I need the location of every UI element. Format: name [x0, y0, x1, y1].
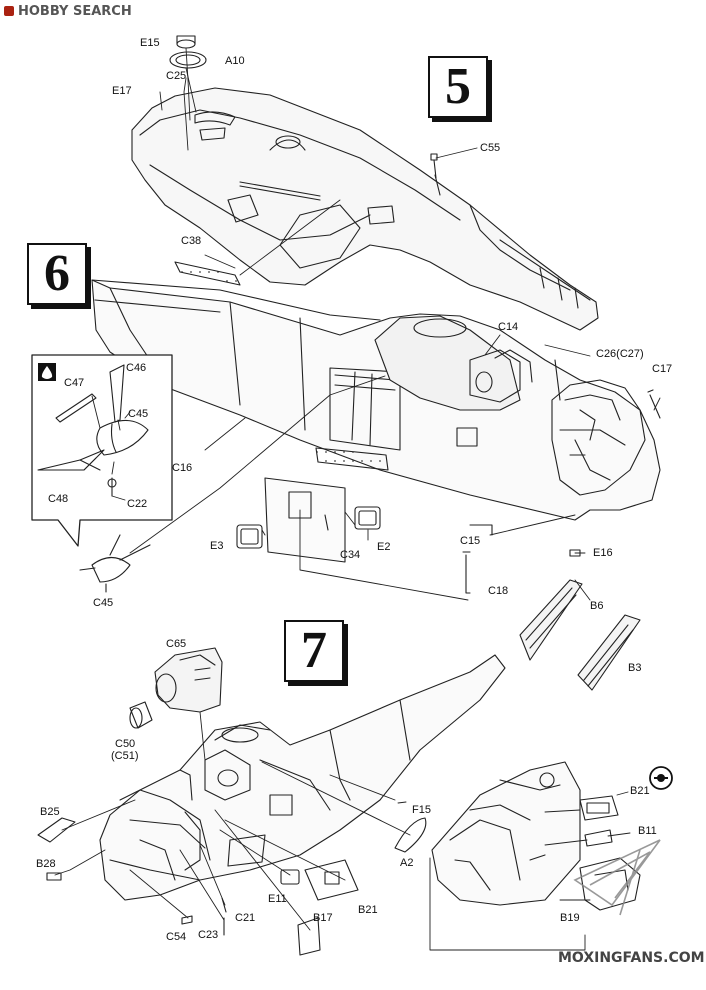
label-a10: A10 [225, 55, 245, 67]
part-c15-handle [469, 524, 493, 536]
part-e3-window [236, 524, 263, 549]
label-c47: C47 [64, 377, 85, 389]
part-c48-blade [37, 449, 105, 471]
part-b11-bracket [584, 829, 613, 847]
label-c23: C23 [198, 929, 219, 941]
label-c38: C38 [181, 235, 202, 247]
label-c16: C16 [172, 462, 193, 474]
label-b6: B6 [590, 600, 604, 612]
step-number-7: 7 [284, 620, 344, 682]
label-c22: C22 [127, 498, 148, 510]
part-c65-engine-cover [154, 647, 223, 713]
label-c18: C18 [488, 585, 509, 597]
label-b17: B17 [313, 912, 333, 924]
part-c45-assembled [79, 534, 151, 593]
label-c26: C26(C27) [596, 348, 644, 360]
part-c22-pin [107, 477, 117, 497]
hobby-search-logo-icon [4, 6, 14, 16]
watermark-bottom: MOXINGFANS.COM [558, 950, 705, 966]
part-c50-intake [129, 701, 153, 729]
part-a2-pod [394, 817, 427, 853]
label-a2: A2 [400, 857, 414, 869]
part-c18-rail [462, 551, 471, 594]
part-b6-panel [519, 579, 583, 661]
label-e3: E3 [210, 540, 224, 552]
part-c17-antenna [647, 389, 661, 419]
step-number-6: 6 [27, 243, 87, 305]
label-b25: B25 [40, 806, 60, 818]
label-c55: C55 [480, 142, 501, 154]
label-e11: E11 [268, 893, 287, 905]
part-c46-blade [109, 364, 125, 423]
watermark-top: HOBBY SEARCH [18, 4, 132, 19]
part-c34-door [264, 477, 346, 563]
detail-cabin-view [431, 761, 581, 906]
step-number-5: 5 [428, 56, 488, 118]
upper-fuselage-shell [131, 87, 599, 331]
label-e15: E15 [140, 37, 160, 49]
part-b21-window-detail [579, 795, 619, 821]
label-c45: C45 [93, 597, 114, 609]
label-e16: E16 [593, 547, 613, 559]
label-f15: F15 [412, 804, 431, 816]
main-fuselage [91, 279, 661, 521]
label-b3: B3 [628, 662, 642, 674]
label-c15: C15 [460, 535, 481, 547]
part-c45-spinner [96, 419, 149, 456]
part-b3-panel [577, 614, 641, 691]
label-e2: E2 [377, 541, 391, 553]
label-b21: B21 [358, 904, 378, 916]
label-b11: B11 [638, 825, 657, 837]
label-e17: E17 [112, 85, 132, 97]
part-e2-window [354, 506, 381, 530]
label-c45-detail: C45 [128, 408, 149, 420]
completed-fuselage [99, 654, 506, 901]
label-b28: B28 [36, 858, 56, 870]
label-b21-detail: B21 [630, 785, 650, 797]
reference-circle-icon [649, 766, 673, 790]
label-c17: C17 [652, 363, 673, 375]
label-c34: C34 [340, 549, 361, 561]
part-c38-grille [174, 261, 241, 286]
watermark-logo [573, 839, 661, 916]
part-b21-panel [304, 859, 359, 901]
label-c50: C50 [115, 738, 136, 750]
label-c21: C21 [235, 912, 256, 924]
part-b17-panel [297, 917, 321, 956]
label-c46: C46 [126, 362, 147, 374]
label-c51: (C51) [111, 750, 139, 762]
part-a10-window [169, 51, 207, 69]
glue-drop-icon [38, 363, 56, 381]
label-c54: C54 [166, 931, 187, 943]
part-b25-panel [37, 817, 76, 843]
label-c65: C65 [166, 638, 187, 650]
part-c54-clip [181, 915, 193, 925]
label-c25: C25 [166, 70, 187, 82]
label-c48: C48 [48, 493, 69, 505]
label-b19: B19 [560, 912, 580, 924]
part-c55-pin [430, 153, 438, 179]
part-e15-cap [176, 35, 196, 49]
part-e11-window [280, 869, 300, 885]
part-c47-blade [55, 393, 97, 423]
label-c14: C14 [498, 321, 519, 333]
part-b28-step [46, 872, 62, 881]
part-c38-vent [315, 447, 389, 471]
part-b19-seat [579, 857, 641, 911]
